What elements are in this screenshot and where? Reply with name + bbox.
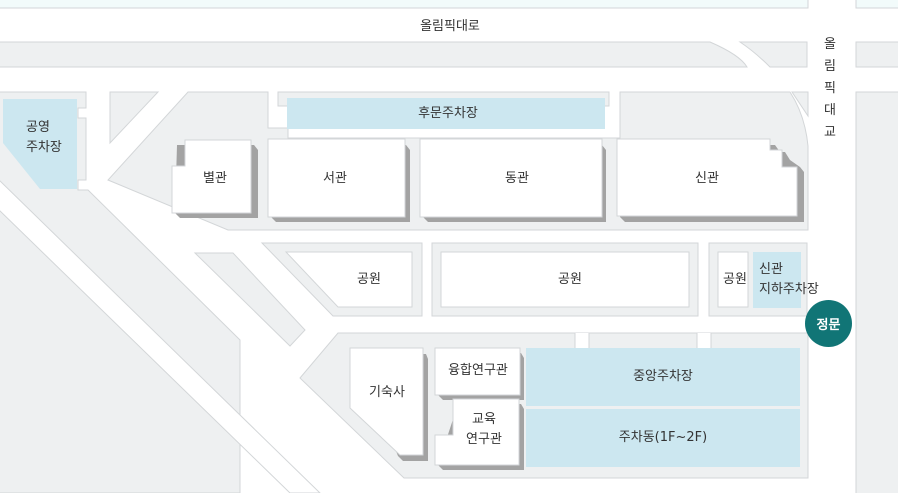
park-right[interactable]: 공원 xyxy=(723,272,747,287)
parking-building-label[interactable]: 주차동(1F~2F) xyxy=(618,430,708,445)
road-label-olympic-bridge: 올림픽대교 xyxy=(824,37,836,140)
public-parking-label[interactable]: 공영 주차장 xyxy=(26,118,62,158)
park-center[interactable]: 공원 xyxy=(558,272,582,287)
building-donggwan[interactable]: 동관 xyxy=(505,171,529,186)
building-convergence-research[interactable]: 융합연구관 xyxy=(448,363,508,378)
park-left[interactable]: 공원 xyxy=(357,272,381,287)
building-singwan[interactable]: 신관 xyxy=(695,171,719,186)
parks xyxy=(284,251,749,308)
central-parking-label[interactable]: 중앙주차장 xyxy=(633,369,693,384)
road-median xyxy=(0,41,898,68)
main-gate-marker[interactable]: 정문 xyxy=(805,300,852,347)
left-blocks xyxy=(0,91,241,493)
building-seogwan[interactable]: 서관 xyxy=(323,171,347,186)
back-gate-parking-label[interactable]: 후문주차장 xyxy=(418,106,478,121)
buildings xyxy=(171,138,804,470)
singwan-underground-parking-label[interactable]: 신관 지하주차장 xyxy=(759,260,819,300)
building-byeolgwan[interactable]: 별관 xyxy=(203,171,227,186)
south-notches xyxy=(575,333,711,349)
road-label-olympic-daero: 올림픽대로 xyxy=(420,19,480,34)
singwan-underground-line2: 지하주차장 xyxy=(759,282,819,297)
education-research-line1: 교육 xyxy=(472,412,496,427)
right-column xyxy=(855,91,898,493)
building-education-research[interactable]: 교육 연구관 xyxy=(466,410,502,450)
top-strip xyxy=(0,0,898,9)
south-notch-borders xyxy=(574,332,712,349)
public-parking-line2: 주차장 xyxy=(26,140,62,155)
singwan-underground-line1: 신관 xyxy=(759,262,783,277)
education-research-line2: 연구관 xyxy=(466,432,502,447)
building-dormitory[interactable]: 기숙사 xyxy=(369,385,405,400)
parking-lots xyxy=(3,98,801,467)
public-parking-line1: 공영 xyxy=(26,120,50,135)
